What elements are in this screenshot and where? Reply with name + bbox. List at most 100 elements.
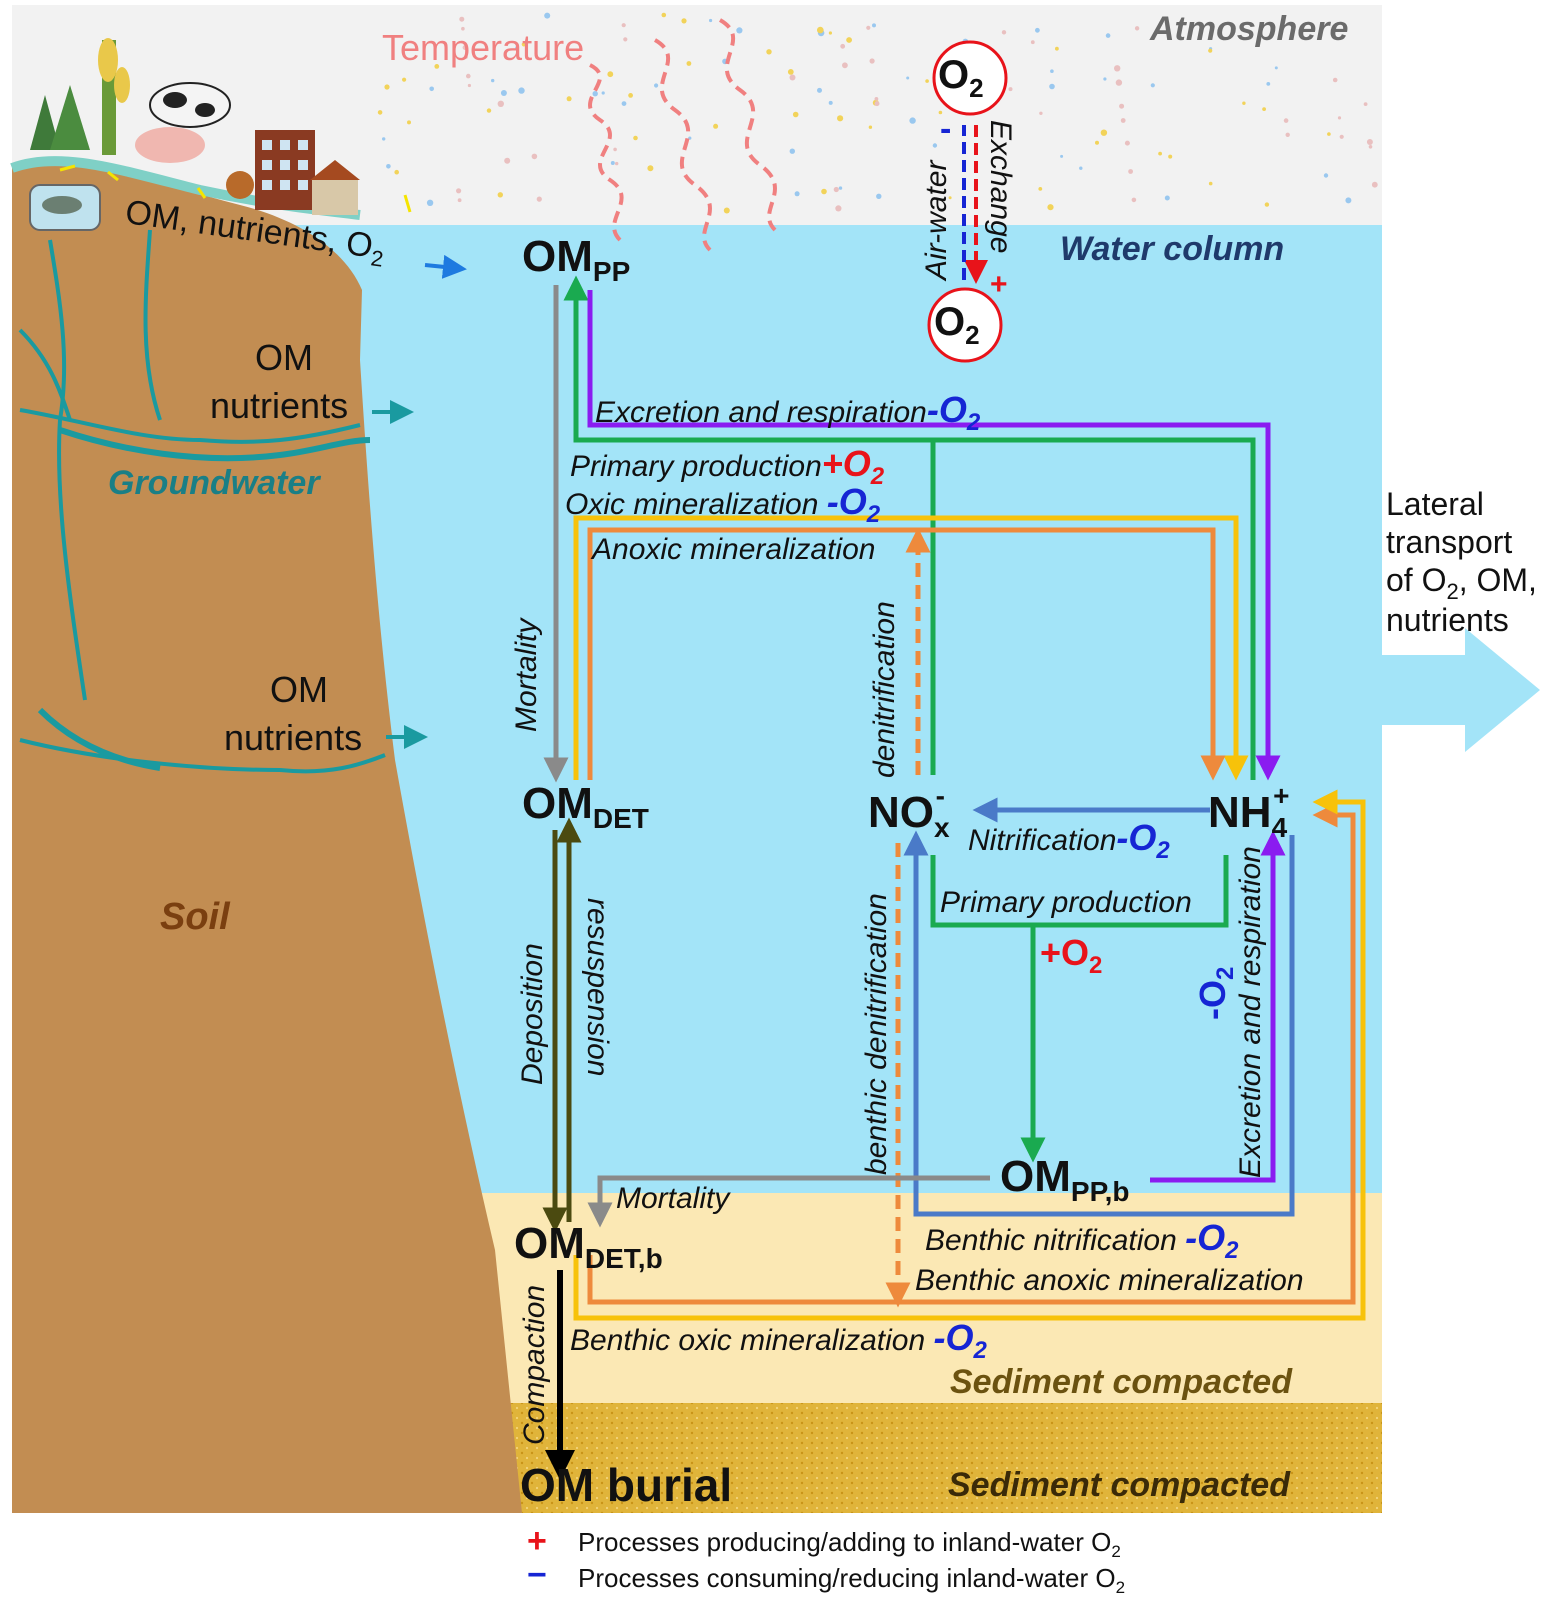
speckle xyxy=(932,143,938,148)
speckle xyxy=(1119,103,1125,109)
benthic-mortality-arrow xyxy=(587,1175,990,1228)
speckle xyxy=(681,18,687,24)
speckle xyxy=(647,165,654,172)
speckle xyxy=(1114,65,1121,72)
nitrification-label: Nitrification-O2 xyxy=(968,817,1170,864)
groundwater-channels xyxy=(18,229,386,774)
primary-production-label: Primary production+O2 xyxy=(570,443,885,490)
speckle xyxy=(817,87,822,93)
speckle xyxy=(384,84,390,90)
legend-minus-symbol: − xyxy=(527,1556,547,1594)
speckle xyxy=(1008,87,1013,92)
o2-atm-text: O2 xyxy=(938,53,984,103)
lateral-line3: of O2, OM, xyxy=(1386,562,1537,604)
benthic-anoxic-arrow xyxy=(587,802,1356,1305)
speckle xyxy=(654,83,659,88)
speckle xyxy=(948,196,952,200)
speckle xyxy=(1158,151,1162,156)
speckle xyxy=(1323,173,1329,178)
speckle xyxy=(872,23,876,28)
legend-plus-symbol: + xyxy=(527,1522,547,1560)
gw1-om-label: OM xyxy=(255,337,313,378)
speckle xyxy=(869,58,875,64)
speckle xyxy=(736,27,743,34)
speckle xyxy=(1049,83,1055,90)
speckle xyxy=(1035,27,1040,33)
speckle xyxy=(1131,197,1137,203)
speckle xyxy=(909,117,916,124)
speckle xyxy=(1264,202,1270,207)
atmosphere-speckles xyxy=(377,12,1378,214)
speckle xyxy=(794,191,800,197)
speckle xyxy=(1039,111,1043,116)
speckle xyxy=(566,96,572,102)
speckle xyxy=(837,115,844,122)
legend-producing: Processes producing/adding to inland-wat… xyxy=(578,1527,1121,1561)
speckle xyxy=(1371,181,1378,188)
om-ppb-pool: OMPP,b xyxy=(1000,1152,1130,1207)
speckle xyxy=(835,205,842,212)
speckle xyxy=(521,42,526,47)
speckle xyxy=(1150,83,1155,88)
speckle xyxy=(792,111,799,118)
oxic-mineralization-label: Oxic mineralization -O2 xyxy=(565,481,881,528)
speckle xyxy=(601,91,605,95)
speckle xyxy=(467,83,471,88)
benthic-excretion-label: Excretion and respiration xyxy=(1234,846,1267,1178)
speckle xyxy=(713,123,719,129)
benthic-nitrification-arrow xyxy=(903,830,1295,1217)
om-det-pool: OMDET xyxy=(522,779,649,834)
speckle xyxy=(1164,195,1170,201)
speckle xyxy=(607,71,614,78)
speckle xyxy=(518,87,525,94)
speckle xyxy=(1332,77,1338,83)
speckle xyxy=(633,135,638,141)
speckle xyxy=(1105,33,1111,38)
soil-bank xyxy=(12,161,522,1514)
speckle xyxy=(1095,140,1099,145)
exchange-minus: - xyxy=(940,110,952,148)
surface-input-arrow xyxy=(424,254,467,279)
speckle xyxy=(833,186,839,193)
speckle xyxy=(1278,33,1283,39)
lateral-line4: nutrients xyxy=(1386,602,1509,638)
o2-water-text: O2 xyxy=(934,300,980,350)
benthic-primary-production-label: Primary production xyxy=(940,886,1192,919)
benthic-oxic-arrow xyxy=(573,789,1366,1321)
speckle xyxy=(938,110,943,115)
speckle xyxy=(1366,139,1373,145)
benthic-denitrification-label: benthic denitrification xyxy=(860,893,893,1175)
speckle xyxy=(789,148,795,154)
speckle xyxy=(846,37,852,43)
benthic-nitrification-label: Benthic nitrification -O2 xyxy=(925,1217,1239,1264)
speckle xyxy=(1337,116,1342,120)
speckle xyxy=(876,193,882,199)
benthic-excretion-arrow xyxy=(1150,830,1286,1183)
speckle xyxy=(497,192,503,198)
speckle xyxy=(1050,69,1054,73)
denitrification-label: denitrification xyxy=(868,601,901,778)
speckle xyxy=(382,137,386,141)
speckle xyxy=(1208,181,1213,186)
speckle xyxy=(592,91,598,97)
speckle xyxy=(500,90,507,96)
speckle xyxy=(1266,82,1271,86)
gw2-nutrients-label: nutrients xyxy=(224,717,363,758)
exchange-plus: + xyxy=(990,268,1008,301)
speckle xyxy=(1134,26,1140,31)
speckle xyxy=(1262,107,1266,111)
speckle xyxy=(868,125,873,129)
speckle xyxy=(866,25,871,30)
speckle xyxy=(1283,118,1289,123)
speckle xyxy=(1103,77,1107,81)
speckle xyxy=(610,161,615,165)
speckle xyxy=(615,161,619,166)
speckle xyxy=(1038,187,1043,191)
speckle xyxy=(544,12,551,19)
speckle xyxy=(1030,40,1035,45)
speckle xyxy=(621,101,627,106)
speckle xyxy=(426,199,434,206)
speckle xyxy=(515,46,519,50)
